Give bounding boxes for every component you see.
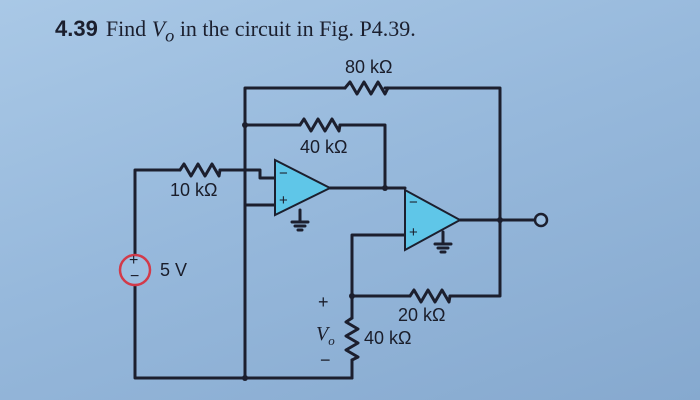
- label-80k: 80 kΩ: [345, 57, 393, 77]
- wire-source-bottom: [133, 283, 354, 380]
- vo-subscript: o: [165, 25, 175, 46]
- vo-symbol: V: [151, 16, 166, 41]
- label-5v: 5 V: [160, 260, 188, 280]
- resistor-40k-feedback: [298, 117, 342, 133]
- resistor-40k-load: [344, 316, 360, 362]
- voltage-source: [118, 253, 152, 287]
- opamp1-noninv-sign: +: [279, 192, 288, 209]
- node-junction: [242, 375, 248, 381]
- wire-input-left: [133, 168, 182, 257]
- wire-input-right: [218, 168, 277, 180]
- wire-20k-right: [448, 218, 502, 298]
- wire-inner-feedback-right: [338, 123, 387, 190]
- output-terminal: [533, 212, 549, 228]
- source-plus-sign: +: [129, 252, 139, 269]
- statement-before: Find: [105, 16, 152, 41]
- problem-statement: 4.39 Find Vo in the circuit in Fig. P4.39…: [55, 16, 416, 46]
- node-junction: [497, 217, 503, 223]
- vo-plus-sign: +: [318, 292, 329, 312]
- label-40k-load: 40 kΩ: [364, 328, 412, 348]
- opamp2-noninv-sign: +: [409, 224, 418, 241]
- opamp2-inv-sign: −: [409, 194, 418, 211]
- label-40k-feedback: 40 kΩ: [300, 137, 348, 157]
- ground-opamp2: [433, 230, 453, 254]
- resistor-10k: [178, 162, 222, 178]
- vo-minus-sign: −: [320, 350, 331, 370]
- label-10k: 10 kΩ: [170, 180, 218, 200]
- problem-number: 4.39: [55, 16, 98, 41]
- statement-after: in the circuit in Fig. P4.39.: [174, 16, 416, 41]
- resistor-20k: [408, 288, 452, 304]
- label-20k: 20 kΩ: [398, 305, 446, 325]
- node-junction: [382, 185, 388, 191]
- ground-opamp1: [290, 208, 310, 232]
- resistor-80k: [343, 80, 390, 96]
- source-minus-sign: −: [130, 268, 140, 285]
- vo-measure-label: Vo: [316, 323, 335, 348]
- opamp1-inv-sign: −: [279, 165, 288, 182]
- wire-opamp2-noninv: [350, 233, 407, 272]
- opamp-2: [404, 188, 463, 252]
- wire-opamp1-noninv: [243, 203, 277, 380]
- node-junction: [242, 122, 248, 128]
- node-junction: [349, 293, 355, 299]
- opamp-1: [274, 158, 333, 217]
